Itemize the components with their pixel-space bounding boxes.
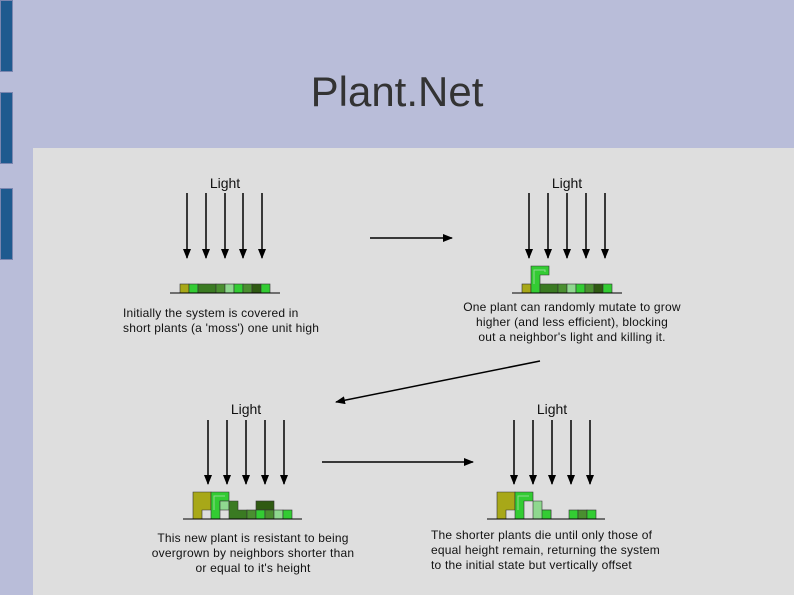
diagram-panel xyxy=(33,148,794,595)
side-bar-middle xyxy=(0,92,13,164)
page-title: Plant.Net xyxy=(310,68,484,115)
light-label-1: Light xyxy=(210,175,240,191)
light-arrows-3 xyxy=(204,420,288,485)
light-label-3: Light xyxy=(231,401,261,417)
light-arrows-4 xyxy=(510,420,594,485)
step-1: Light Initially the system is covered in… xyxy=(123,175,319,335)
caption-2-line-2: higher (and less efficient), blocking xyxy=(476,315,668,329)
step-3: Light This new plant is resistant to bei… xyxy=(152,401,354,575)
step-2: Light One plant can randomly mutate to g… xyxy=(463,175,681,344)
plant-row-1 xyxy=(179,283,271,294)
light-arrows-1 xyxy=(183,193,266,259)
caption-1-line-2: short plants (a 'moss') one unit high xyxy=(123,321,319,335)
light-arrows-2 xyxy=(525,193,609,259)
side-bar-top xyxy=(0,0,13,72)
side-bar-bottom xyxy=(0,188,13,260)
step-4: Light The shorter plants die until only … xyxy=(431,401,660,572)
caption-2-line-3: out a neighbor's light and killing it. xyxy=(478,330,665,344)
light-label-2: Light xyxy=(552,175,582,191)
caption-4-line-2: equal height remain, returning the syste… xyxy=(431,543,660,557)
plant-row-3 xyxy=(192,491,293,520)
caption-1-line-1: Initially the system is covered in xyxy=(123,306,299,320)
caption-3-line-2: overgrown by neighbors shorter than xyxy=(152,546,354,560)
caption-3-line-3: or equal to it's height xyxy=(196,561,311,575)
caption-4-line-3: to the initial state but vertically offs… xyxy=(431,558,632,572)
caption-3-line-1: This new plant is resistant to being xyxy=(157,531,348,545)
light-label-4: Light xyxy=(537,401,567,417)
caption-4-line-1: The shorter plants die until only those … xyxy=(431,528,653,542)
plant-row-4 xyxy=(496,491,597,520)
caption-2-line-1: One plant can randomly mutate to grow xyxy=(463,300,681,314)
plant-row-2 xyxy=(521,265,613,294)
transition-arrow-2 xyxy=(335,360,541,405)
